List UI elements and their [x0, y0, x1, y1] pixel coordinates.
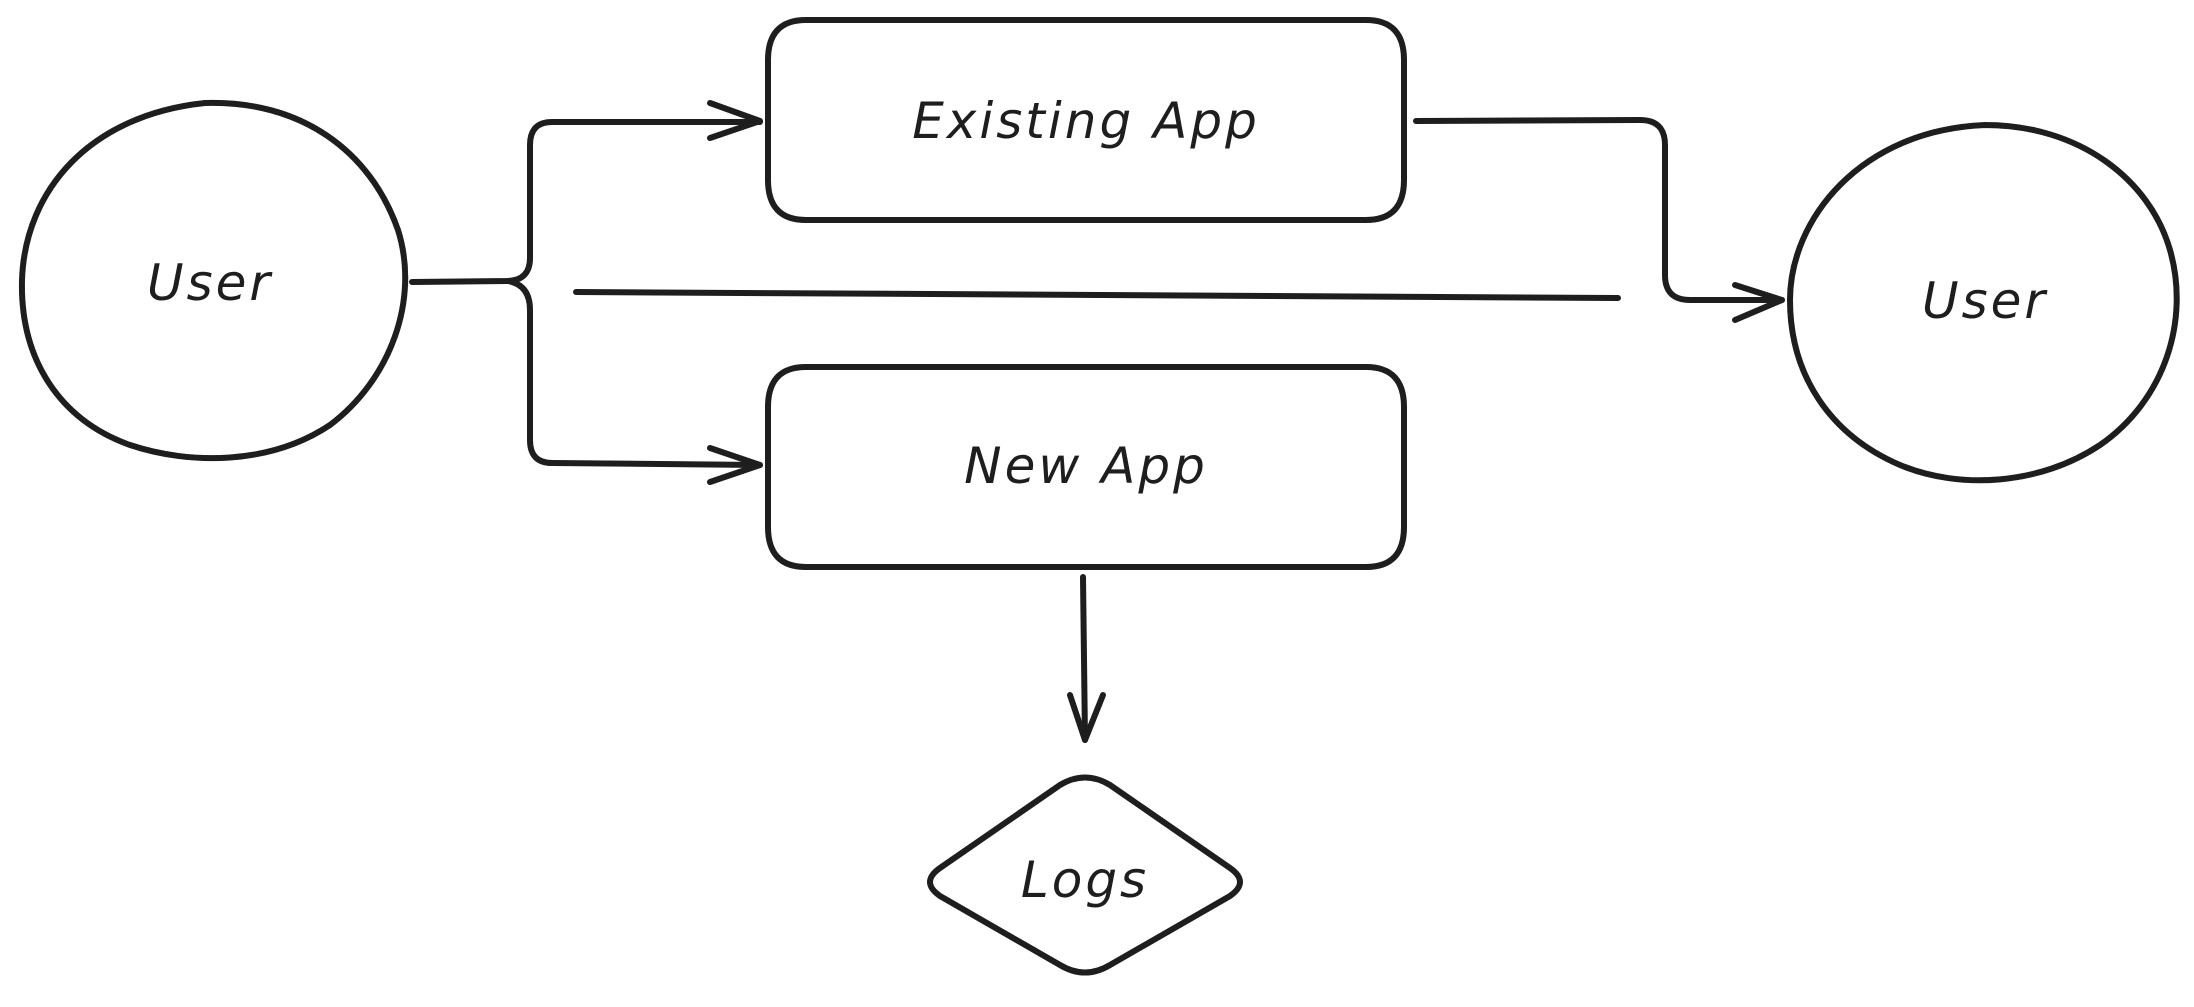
logs-shape — [927, 774, 1243, 976]
arrow-head-logs — [1067, 692, 1106, 743]
arrow-user-to-new-app — [505, 278, 763, 468]
user-right-shape — [1787, 122, 2180, 484]
logs-node[interactable]: Logs — [927, 774, 1243, 976]
user-left-node[interactable]: User — [18, 99, 409, 462]
logs-label: Logs — [1021, 851, 1149, 909]
arrow-head-existing-app — [707, 100, 763, 141]
new-app-shape — [765, 364, 1407, 570]
arrow-user-to-existing-app — [409, 119, 763, 285]
user-right-label: User — [1922, 272, 2048, 330]
existing-app-shape — [765, 17, 1407, 223]
middle-connector-line — [573, 289, 1621, 301]
arrow-head-new-app — [707, 445, 763, 485]
user-right-node[interactable]: User — [1787, 122, 2180, 484]
arrow-head-user-right — [1732, 282, 1785, 323]
user-left-label: User — [147, 254, 273, 312]
new-app-label: New App — [964, 437, 1208, 495]
existing-app-node[interactable]: Existing App — [765, 17, 1407, 223]
new-app-node[interactable]: New App — [765, 364, 1407, 570]
user-left-shape — [18, 99, 409, 462]
existing-app-label: Existing App — [912, 92, 1260, 150]
arrow-existing-app-to-user — [1413, 117, 1785, 303]
arrow-new-app-to-logs — [1080, 574, 1088, 743]
